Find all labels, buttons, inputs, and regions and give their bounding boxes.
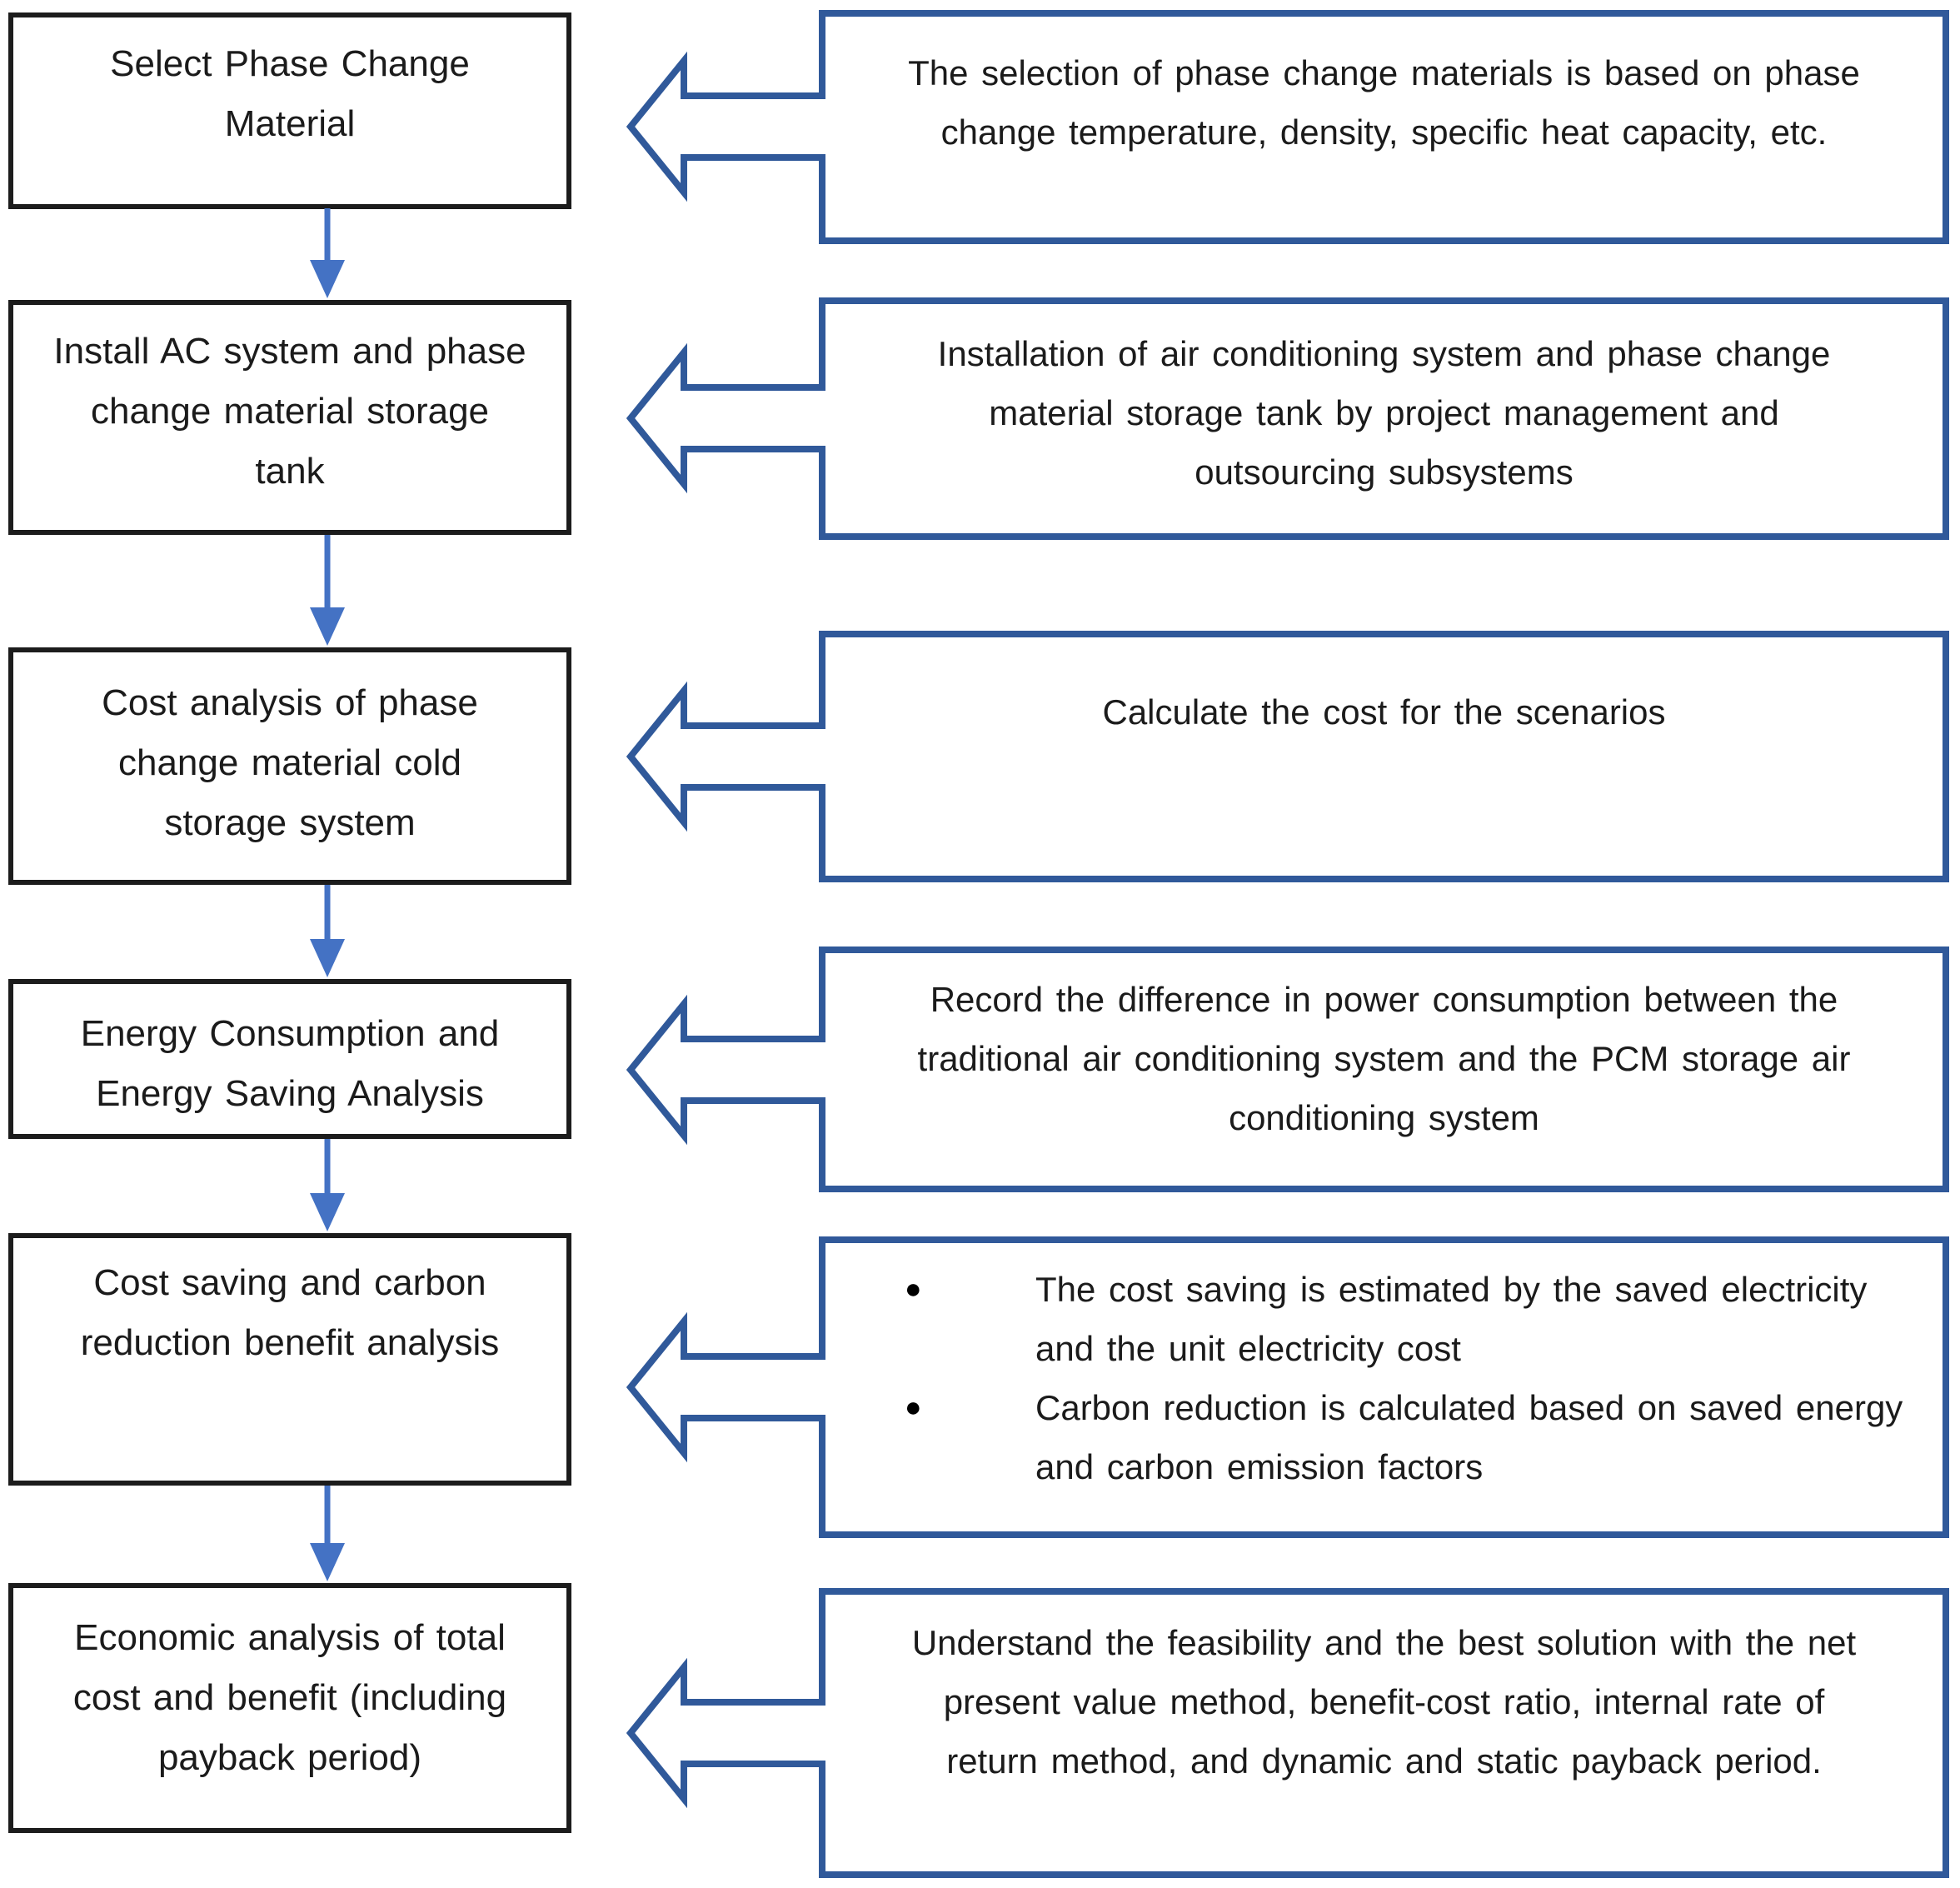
text-line: Energy Consumption and — [80, 1013, 500, 1054]
bullet-icon: ● — [905, 1273, 922, 1305]
text-line: The selection of phase change materials … — [908, 53, 1860, 92]
callout-pcm-selection: The selection of phase change materials … — [819, 10, 1949, 244]
text-line: conditioning system — [1229, 1098, 1539, 1137]
left-block-arrow-icon — [626, 994, 825, 1146]
left-block-arrow-icon — [626, 681, 825, 832]
text-line: and carbon emission factors — [1035, 1447, 1484, 1486]
text-line: and the unit electricity cost — [1035, 1329, 1461, 1368]
text-line: reduction benefit analysis — [80, 1322, 500, 1363]
text-line: change material storage — [90, 391, 490, 432]
text-line: return method, and dynamic and static pa… — [946, 1741, 1822, 1781]
step-energy-analysis: Energy Consumption and Energy Saving Ana… — [8, 979, 571, 1139]
text-line: change temperature, density, specific he… — [940, 112, 1828, 152]
text-line: payback period) — [157, 1737, 422, 1778]
callout-cost-calculation: Calculate the cost for the scenarios — [819, 631, 1949, 882]
bullet-icon: ● — [905, 1391, 922, 1423]
down-arrow-icon — [310, 885, 345, 977]
callout-saving-carbon: ● The cost saving is estimated by the sa… — [819, 1236, 1949, 1538]
down-arrow-icon — [310, 1139, 345, 1231]
step-select-pcm: Select Phase Change Material — [8, 12, 571, 209]
step-saving-carbon-analysis: Cost saving and carbon reduction benefit… — [8, 1233, 571, 1486]
text-line: Economic analysis of total — [74, 1617, 506, 1658]
bullet-item: ● The cost saving is estimated by the sa… — [825, 1260, 1943, 1378]
step-install-ac-tank: Install AC system and phase change mater… — [8, 300, 571, 535]
left-block-arrow-icon — [626, 1311, 825, 1463]
text-line: Calculate the cost for the scenarios — [1102, 692, 1666, 732]
callout-feasibility: Understand the feasibility and the best … — [819, 1588, 1949, 1878]
text-line: tank — [255, 451, 325, 492]
text-line: change material cold — [117, 742, 461, 783]
text-line: Carbon reduction is calculated based on … — [1035, 1388, 1903, 1427]
bullet-item: ● Carbon reduction is calculated based o… — [825, 1378, 1943, 1496]
text-line: Energy Saving Analysis — [96, 1073, 484, 1114]
callout-installation: Installation of air conditioning system … — [819, 297, 1949, 540]
text-line: Select Phase Change — [110, 43, 470, 84]
left-block-arrow-icon — [626, 342, 825, 494]
text-line: traditional air conditioning system and … — [917, 1039, 1851, 1078]
text-line: Understand the feasibility and the best … — [911, 1623, 1857, 1662]
left-block-arrow-icon — [626, 51, 825, 202]
text-line: outsourcing subsystems — [1194, 452, 1573, 492]
text-line: Cost saving and carbon — [93, 1262, 486, 1303]
callout-power-consumption: Record the difference in power consumpti… — [819, 946, 1949, 1192]
text-line: Material — [224, 103, 356, 144]
down-arrow-icon — [310, 1486, 345, 1581]
down-arrow-icon — [310, 208, 345, 298]
text-line: Cost analysis of phase — [102, 682, 478, 723]
text-line: cost and benefit (including — [72, 1677, 507, 1718]
down-arrow-icon — [310, 535, 345, 646]
text-line: present value method, benefit-cost ratio… — [943, 1682, 1825, 1721]
text-line: material storage tank by project managem… — [989, 393, 1779, 432]
text-line: storage system — [164, 802, 416, 843]
text-line: The cost saving is estimated by the save… — [1035, 1270, 1868, 1309]
left-block-arrow-icon — [626, 1657, 825, 1809]
text-line: Record the difference in power consumpti… — [930, 980, 1838, 1019]
text-line: Installation of air conditioning system … — [937, 334, 1831, 373]
step-economic-analysis: Economic analysis of total cost and bene… — [8, 1583, 571, 1833]
step-cost-analysis: Cost analysis of phase change material c… — [8, 647, 571, 885]
text-line: Install AC system and phase — [53, 331, 526, 372]
